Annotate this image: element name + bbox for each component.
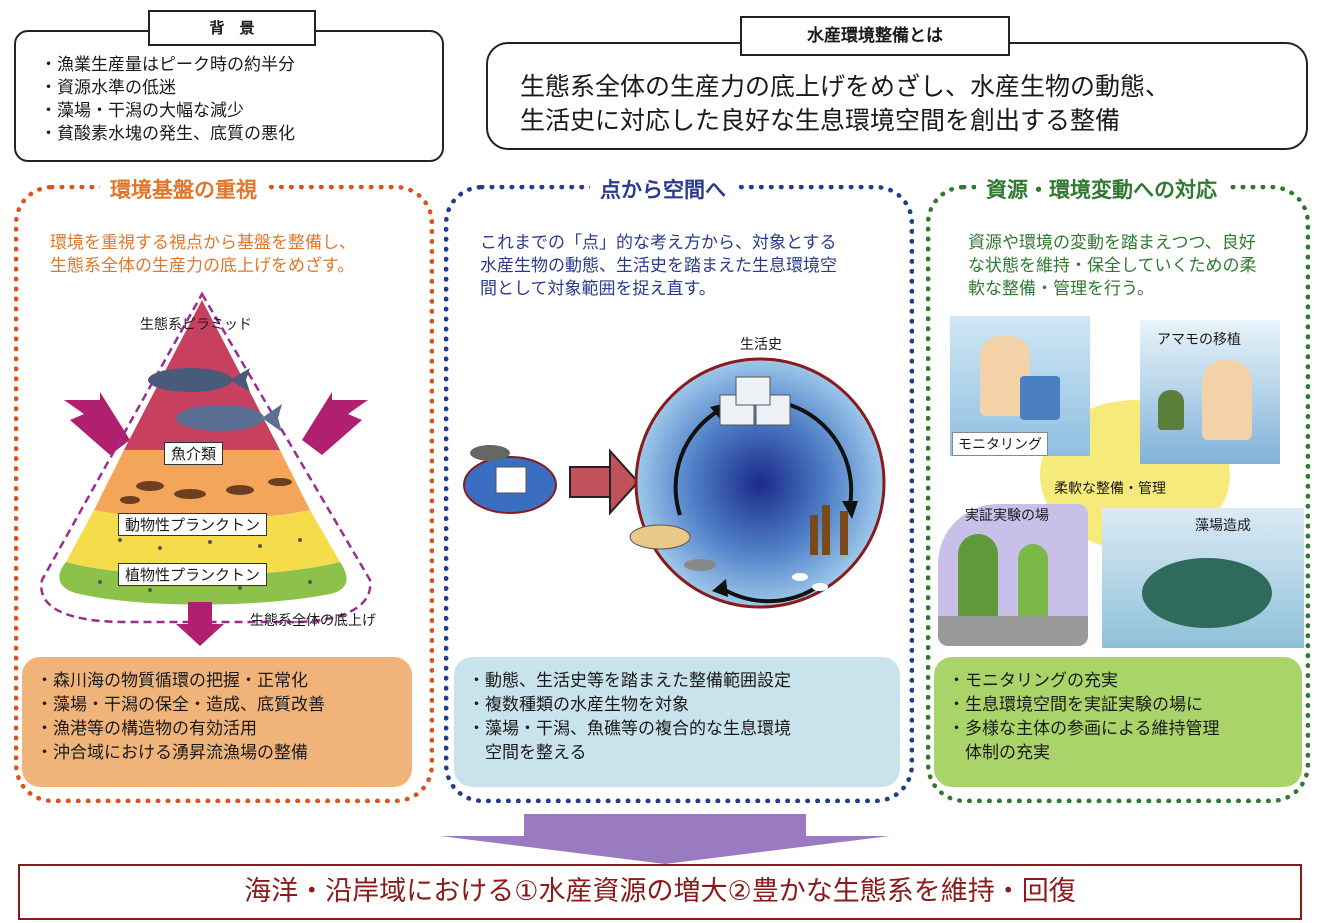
photo-label-eelgrass: アマモの移植 [1157, 332, 1241, 348]
point-item: ・複数種類の水産生物を対象 [468, 695, 689, 715]
point-item: ・生息環境空間を実証実験の場に [948, 695, 1203, 715]
fish-icon [812, 583, 828, 591]
background-item: ・資源水準の低迷 [40, 78, 176, 98]
summary-arrow [440, 814, 890, 864]
point-item: ・藻場・干潟の保全・造成、底質改善 [36, 695, 325, 715]
fish-icon [470, 445, 510, 461]
photo-label-seaweed-bed: 藻場造成 [1195, 518, 1251, 534]
seabed-illustration [938, 616, 1088, 646]
pyramid-label: 生態系ピラミッド [140, 317, 252, 333]
definition-line: 生態系全体の生産力の底上げをめざし、水産生物の動態、 [520, 72, 1171, 101]
artificial-reef-illustration [1142, 558, 1272, 628]
desc-line: 資源や環境の変動を踏まえつつ、良好 [968, 233, 1256, 253]
definition-text: 生態系全体の生産力の底上げをめざし、水産生物の動態、 生活史に対応した良好な生息… [520, 70, 1170, 138]
point-item: ・動態、生活史等を踏まえた整備範囲設定 [468, 671, 791, 691]
bucket-icon [1020, 376, 1060, 420]
reef-cubes-icon [719, 376, 791, 426]
worker-illustration [1158, 390, 1184, 430]
pink-arrow-down-shaft [188, 602, 212, 624]
pink-arrow-down-head [176, 624, 224, 646]
tuna-icon [176, 405, 264, 431]
column-variability-desc: 資源や環境の変動を踏まえつつ、良好 な状態を維持・保全していくための柔 軟な整備… [968, 232, 1257, 301]
column-space-desc: これまでの「点」的な考え方から、対象とする 水産生物の動態、生活史を踏まえた生息… [480, 232, 837, 301]
level-label-fish: 魚介類 [164, 442, 224, 465]
ecosystem-pyramid-figure [40, 291, 372, 646]
tidal-flat-icon [629, 524, 691, 550]
column-variability-points: ・モニタリングの充実 ・生息環境空間を実証実験の場に ・多様な主体の参画による維… [934, 657, 1302, 787]
background-item: ・漁業生産量はピーク時の約半分 [40, 55, 295, 75]
definition-box [486, 42, 1308, 150]
tuna-icon [148, 368, 232, 392]
background-item: ・藻場・干潟の大幅な減少 [40, 101, 244, 121]
cycle-arrowhead [712, 579, 728, 597]
definition-line: 生活史に対応した良好な生息環境空間を創出する整備 [520, 106, 1121, 135]
cycle-arrowhead [842, 501, 858, 519]
photo-label-experiment: 実証実験の場 [965, 508, 1049, 524]
point-item: ・森川海の物質循環の把握・正常化 [36, 671, 308, 691]
seaweed-bed-photo [1102, 508, 1304, 648]
eelgrass-photo [1140, 320, 1280, 464]
background-item: ・貧酸素水塊の発生、底質の悪化 [40, 124, 295, 144]
level-label-phyto: 植物性プランクトン [118, 563, 268, 586]
flexible-management-label: 柔軟な整備・管理 [1054, 481, 1166, 497]
pink-arrow-right [302, 392, 368, 455]
point-item: ・多様な主体の参画による維持管理 [948, 719, 1220, 739]
fish-icon [684, 559, 716, 571]
worker-illustration [1202, 360, 1252, 440]
cycle-arrow-bottom [718, 583, 822, 604]
conclusion-text: 海洋・沿岸域における①水産資源の増大②豊かな生態系を維持・回復 [244, 876, 1076, 907]
pink-arrow-left [64, 392, 130, 455]
summary-arrow-head [440, 836, 890, 864]
column-space-title: 点から空間へ [590, 174, 736, 204]
point-item: ・モニタリングの充実 [948, 671, 1118, 691]
column-space-points: ・動態、生活史等を踏まえた整備範囲設定 ・複数種類の水産生物を対象 ・藻場・干潟… [454, 657, 900, 787]
column-variability-title: 資源・環境変動への対応 [976, 174, 1227, 204]
bottom-label: 生態系全体の底上げ [250, 613, 376, 629]
column-environment-points: ・森川海の物質循環の把握・正常化 ・藻場・干潟の保全・造成、底質改善 ・漁港等の… [22, 657, 412, 787]
pyramid-layer-fish [94, 450, 310, 519]
desc-line: 水産生物の動態、生活史を踏まえた生息環境空 [480, 256, 837, 276]
transition-arrow-head [609, 448, 640, 516]
desc-line: 間として対象範囲を捉え直す。 [480, 279, 716, 299]
transition-arrow-shaft [569, 466, 611, 498]
point-item: 体制の充実 [948, 743, 1050, 763]
desc-line: 環境を重視する視点から基盤を整備し、 [50, 233, 356, 253]
cycle-arrow-left [673, 409, 720, 516]
photo-label-monitoring: モニタリング [952, 432, 1048, 456]
desc-line: 生態系全体の生産力の底上げをめざす。 [50, 256, 355, 276]
point-item: ・沖合域における湧昇流漁場の整備 [36, 743, 308, 763]
small-fish-group [120, 478, 292, 504]
column-environment-title: 環境基盤の重視 [100, 174, 267, 204]
life-history-figure [463, 357, 886, 609]
life-history-label: 生活史 [740, 337, 782, 353]
seaweed-icon [810, 505, 848, 555]
background-title: 背 景 [148, 10, 316, 46]
definition-title: 水産環境整備とは [740, 16, 1010, 56]
conclusion-box: 海洋・沿岸域における①水産資源の増大②豊かな生態系を維持・回復 [18, 864, 1302, 920]
tuna-tail [230, 368, 250, 392]
plankton-dots [98, 538, 312, 592]
tuna-tail [262, 404, 282, 432]
reef-block-icon [495, 466, 527, 494]
point-item: ・漁港等の構造物の有効活用 [36, 719, 257, 739]
desc-line: これまでの「点」的な考え方から、対象とする [480, 233, 837, 253]
desc-line: な状態を維持・保全していくための柔 [968, 256, 1257, 276]
background-list: ・漁業生産量はピーク時の約半分 ・資源水準の低迷 ・藻場・干潟の大幅な減少 ・貧… [40, 54, 295, 146]
column-environment-desc: 環境を重視する視点から基盤を整備し、 生態系全体の生産力の底上げをめざす。 [50, 232, 356, 278]
point-item: 空間を整える [468, 743, 587, 763]
point-item: ・藻場・干潟、魚礁等の複合的な生息環境 [468, 719, 791, 739]
summary-arrow-shaft [524, 814, 806, 836]
experiment-photo [938, 504, 1088, 646]
cycle-arrow-right [789, 403, 854, 506]
fish-icon [792, 573, 808, 581]
level-label-zoo: 動物性プランクトン [118, 513, 268, 536]
desc-line: 軟な整備・管理を行う。 [968, 279, 1154, 299]
